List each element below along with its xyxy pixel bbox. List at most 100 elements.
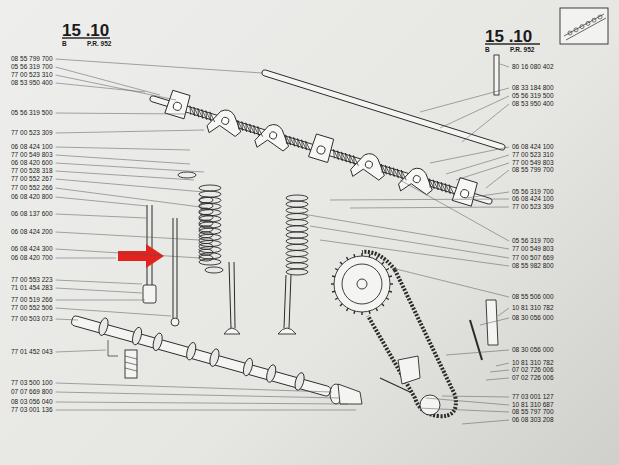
page-header: P.R. 952 [87, 41, 111, 48]
leader-line [56, 171, 194, 180]
leader-line [303, 214, 509, 249]
part-number: 06 08 420 600 [11, 160, 53, 167]
leader-line [56, 59, 262, 73]
part-number: 05 56 319 700 [512, 189, 554, 196]
leader-line [56, 67, 160, 95]
leader-line [320, 240, 509, 266]
part-number: 08 55 799 700 [11, 56, 53, 63]
part-number: 08 55 982 800 [512, 263, 554, 270]
part-number: 77 03 500 100 [11, 380, 53, 387]
part-number: 07 02 726 006 [512, 375, 554, 382]
leader-line [496, 363, 509, 366]
leader-line [466, 192, 509, 198]
leader-line [56, 163, 204, 172]
page-header: 15 .10 [485, 28, 532, 45]
leader-line [56, 402, 348, 404]
leader-line [442, 396, 509, 397]
part-number: 06 08 420 700 [11, 255, 53, 262]
part-number: 06 08 303 208 [512, 417, 554, 424]
part-number: 77 00 523 309 [11, 130, 53, 137]
part-number: 08 30 056 000 [512, 347, 554, 354]
part-number: 77 00 523 310 [11, 72, 53, 79]
part-number: 77 00 549 803 [512, 160, 554, 167]
leader-line [330, 199, 509, 200]
leader-line [56, 83, 145, 92]
part-number: 10 81 310 782 [512, 360, 554, 367]
part-number: 77 00 549 803 [11, 152, 53, 159]
leader-line [400, 180, 509, 241]
part-number: 08 55 797 700 [512, 409, 554, 416]
leader-lines [56, 59, 509, 424]
part-number: 08 30 056 000 [512, 315, 554, 322]
part-number: 06 08 420 800 [11, 194, 53, 201]
leader-line [486, 170, 509, 188]
part-number: 77 03 001 127 [512, 394, 554, 401]
part-number: 05 56 319 500 [11, 110, 53, 117]
leader-line [490, 370, 509, 372]
leader-line [462, 104, 509, 142]
leader-line [440, 96, 509, 128]
part-number: 77 00 553 223 [11, 277, 53, 284]
part-number: 06 08 424 200 [11, 229, 53, 236]
leader-line [56, 188, 208, 208]
leader-line [56, 319, 78, 320]
page-header: B [485, 47, 490, 54]
part-number: 77 00 519 266 [11, 297, 53, 304]
part-number: 10 81 310 687 [512, 402, 554, 409]
leader-line [310, 226, 509, 258]
leader-line [446, 350, 509, 355]
leader-line [56, 280, 142, 284]
illustration [62, 8, 608, 416]
leader-line [56, 232, 200, 240]
leader-line [56, 130, 204, 133]
part-number: 77 00 503 073 [11, 316, 53, 323]
part-number: 05 56 319 700 [11, 64, 53, 71]
page-header: B [62, 41, 67, 48]
part-number: 07 07 669 800 [11, 389, 53, 396]
page-number: 15 .10 [62, 22, 109, 39]
part-number: 07 02 726 006 [512, 367, 554, 374]
leader-line [56, 392, 340, 398]
part-number: 77 03 001 136 [11, 407, 53, 414]
leader-line [456, 163, 509, 180]
part-number: 77 00 523 310 [512, 152, 554, 159]
part-number: 05 56 319 500 [512, 93, 554, 100]
leader-line [56, 147, 190, 150]
leader-line [392, 268, 509, 297]
leader-line [56, 288, 142, 293]
leader-line [420, 88, 509, 112]
part-number: 77 00 549 803 [512, 246, 554, 253]
leader-line [56, 155, 190, 164]
leader-line [430, 147, 509, 163]
leader-line [56, 308, 171, 316]
part-number: 77 00 528 318 [11, 168, 53, 175]
part-number: 08 55 799 700 [512, 167, 554, 174]
leader-line [56, 197, 147, 206]
leader-line [480, 318, 509, 325]
leader-line [56, 214, 146, 218]
part-number: 08 33 184 800 [512, 85, 554, 92]
red-arrow [118, 244, 164, 268]
part-number: 06 08 424 300 [11, 246, 53, 253]
leader-line [56, 410, 356, 411]
leader-line [486, 378, 509, 380]
leader-line [56, 179, 204, 192]
part-number: 08 53 950 400 [512, 101, 554, 108]
leader-line [498, 308, 509, 316]
part-number: 71 01 454 283 [11, 285, 53, 292]
leader-line [56, 383, 332, 392]
leader-line [56, 113, 186, 114]
part-number: 06 08 424 100 [11, 144, 53, 151]
part-number: 77 01 452 043 [11, 349, 53, 356]
part-number: 06 08 424 100 [512, 144, 554, 151]
leader-line [56, 75, 176, 100]
part-number: 77 00 552 506 [11, 305, 53, 312]
part-number: 77 00 552 267 [11, 176, 53, 183]
leader-line [350, 207, 509, 208]
part-number: 06 08 424 100 [512, 196, 554, 203]
part-number: 77 00 552 266 [11, 185, 53, 192]
leader-line [426, 398, 509, 405]
part-number: 77 00 507 669 [512, 255, 554, 262]
part-number: 08 55 506 000 [512, 294, 554, 301]
